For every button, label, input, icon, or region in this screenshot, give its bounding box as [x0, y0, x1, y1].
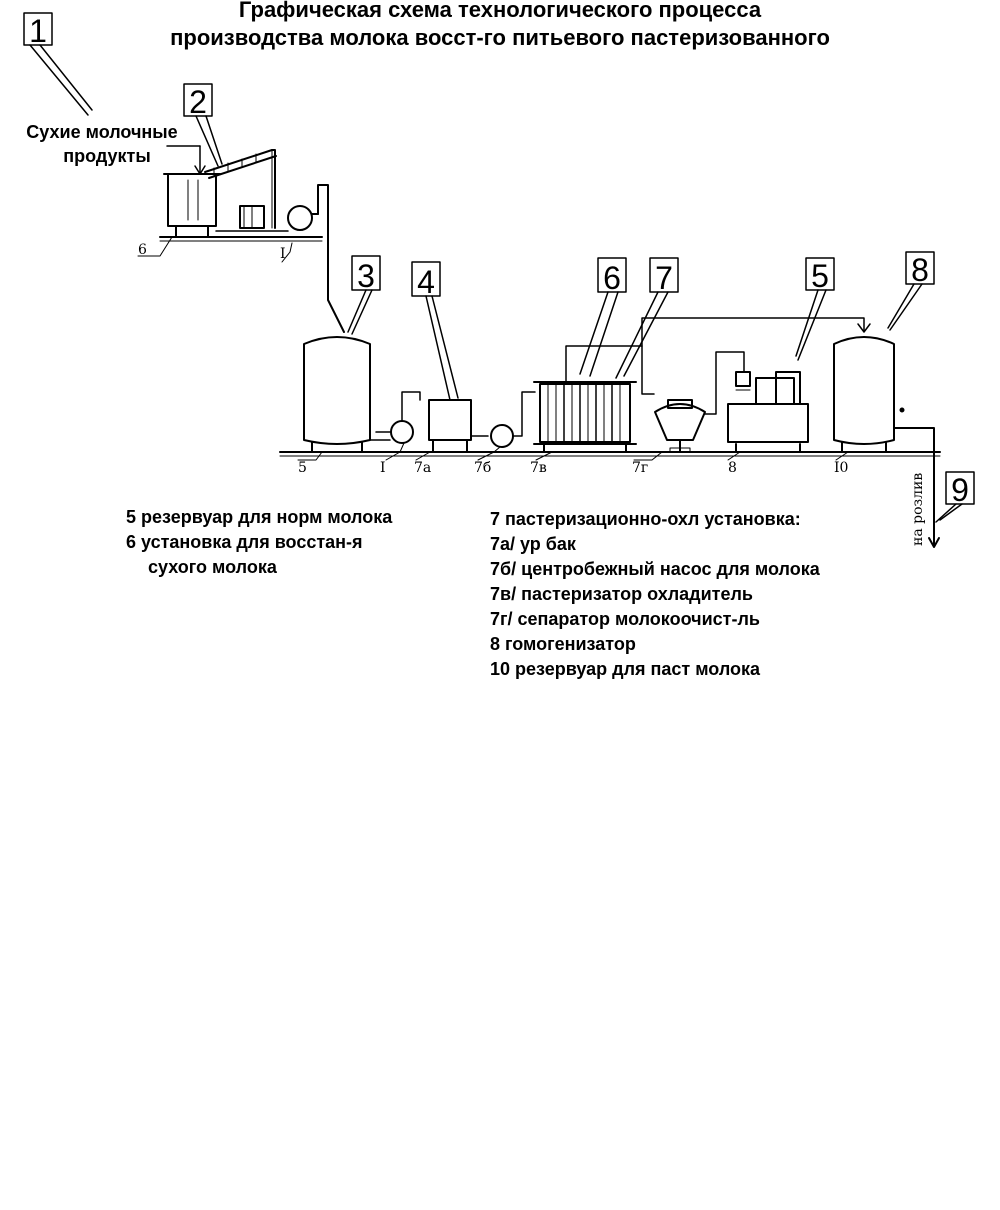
legend-left-item: сухого молока [148, 557, 277, 577]
callout-boxes [23, 12, 975, 505]
callout-4: 4 [417, 264, 435, 300]
plate-pasteurizer-7v [533, 345, 655, 453]
callout-7: 7 [655, 260, 673, 296]
label-tank-5: 5 [298, 460, 307, 476]
callout-8: 8 [911, 252, 929, 288]
legend-right-item: 7г/ сепаратор молокоочист-ль [490, 609, 760, 629]
legend-right-item: 7в/ пастеризатор охладитель [490, 584, 753, 604]
separator-clarifier-7g [641, 317, 871, 453]
legend-left-item: 6 установка для восстан-я [126, 532, 363, 552]
label-7b: 7б [474, 460, 491, 476]
label-mixer-6: 6 [138, 242, 147, 258]
legend-right-item: 7 пастеризационно-охл установка: [490, 509, 801, 529]
powder-feed-line [166, 145, 206, 175]
diagram-title-line-1: Графическая схема технологического проце… [238, 0, 762, 22]
legend-left-item: 5 резервуар для норм молока [126, 507, 393, 527]
legend-right-item: 7а/ ур бак [490, 534, 576, 554]
centrifugal-pump-7b [490, 391, 536, 448]
upper-pump-motor [215, 205, 319, 232]
label-bottling: на розлив [910, 473, 926, 546]
mixing-vessel-6 [163, 173, 221, 238]
label-7g: 7г [632, 460, 648, 476]
main-floor [279, 451, 941, 457]
callout-3: 3 [357, 258, 375, 294]
level-tank-7a [428, 399, 489, 453]
legend-right: 7 пастеризационно-охл установка: 7а/ ур … [490, 507, 820, 682]
legend-left: 5 резервуар для норм молока 6 установка … [126, 505, 392, 580]
label-upper-pump: I [280, 246, 286, 262]
storage-tank-pasteurized-milk [833, 336, 905, 453]
transfer-line-to-tank-3 [317, 184, 345, 333]
label-10: I0 [834, 460, 848, 476]
process-flow-diagram: 1 2 3 4 6 7 5 8 9 Сухие молочные продукт… [23, 12, 975, 548]
source-label-line-2: продукты [63, 146, 150, 166]
legend-right-item: 7б/ центробежный насос для молока [490, 559, 820, 579]
homogenizer-8 [727, 371, 809, 453]
legend-right-item: 10 резервуар для паст молока [490, 659, 761, 679]
upper-floor [159, 236, 323, 242]
diagram-title-line-2: производства молока восст-го питьевого п… [170, 25, 830, 50]
callout-6: 6 [603, 260, 621, 296]
callout-1: 1 [29, 13, 47, 49]
leader-lines [29, 44, 963, 523]
label-8: 8 [728, 460, 737, 476]
callout-5: 5 [811, 258, 829, 294]
callout-2: 2 [189, 84, 207, 120]
legend-right-item: 8 гомогенизатор [490, 634, 636, 654]
label-7a: 7а [414, 460, 431, 476]
callout-9: 9 [951, 472, 969, 508]
bottling-outlet-line [893, 427, 940, 548]
label-pump-I: I [380, 460, 386, 476]
source-label-line-1: Сухие молочные [26, 122, 177, 142]
storage-tank-normalized-milk [303, 336, 391, 453]
milk-pump-I [375, 391, 421, 444]
label-7v: 7в [530, 460, 547, 476]
